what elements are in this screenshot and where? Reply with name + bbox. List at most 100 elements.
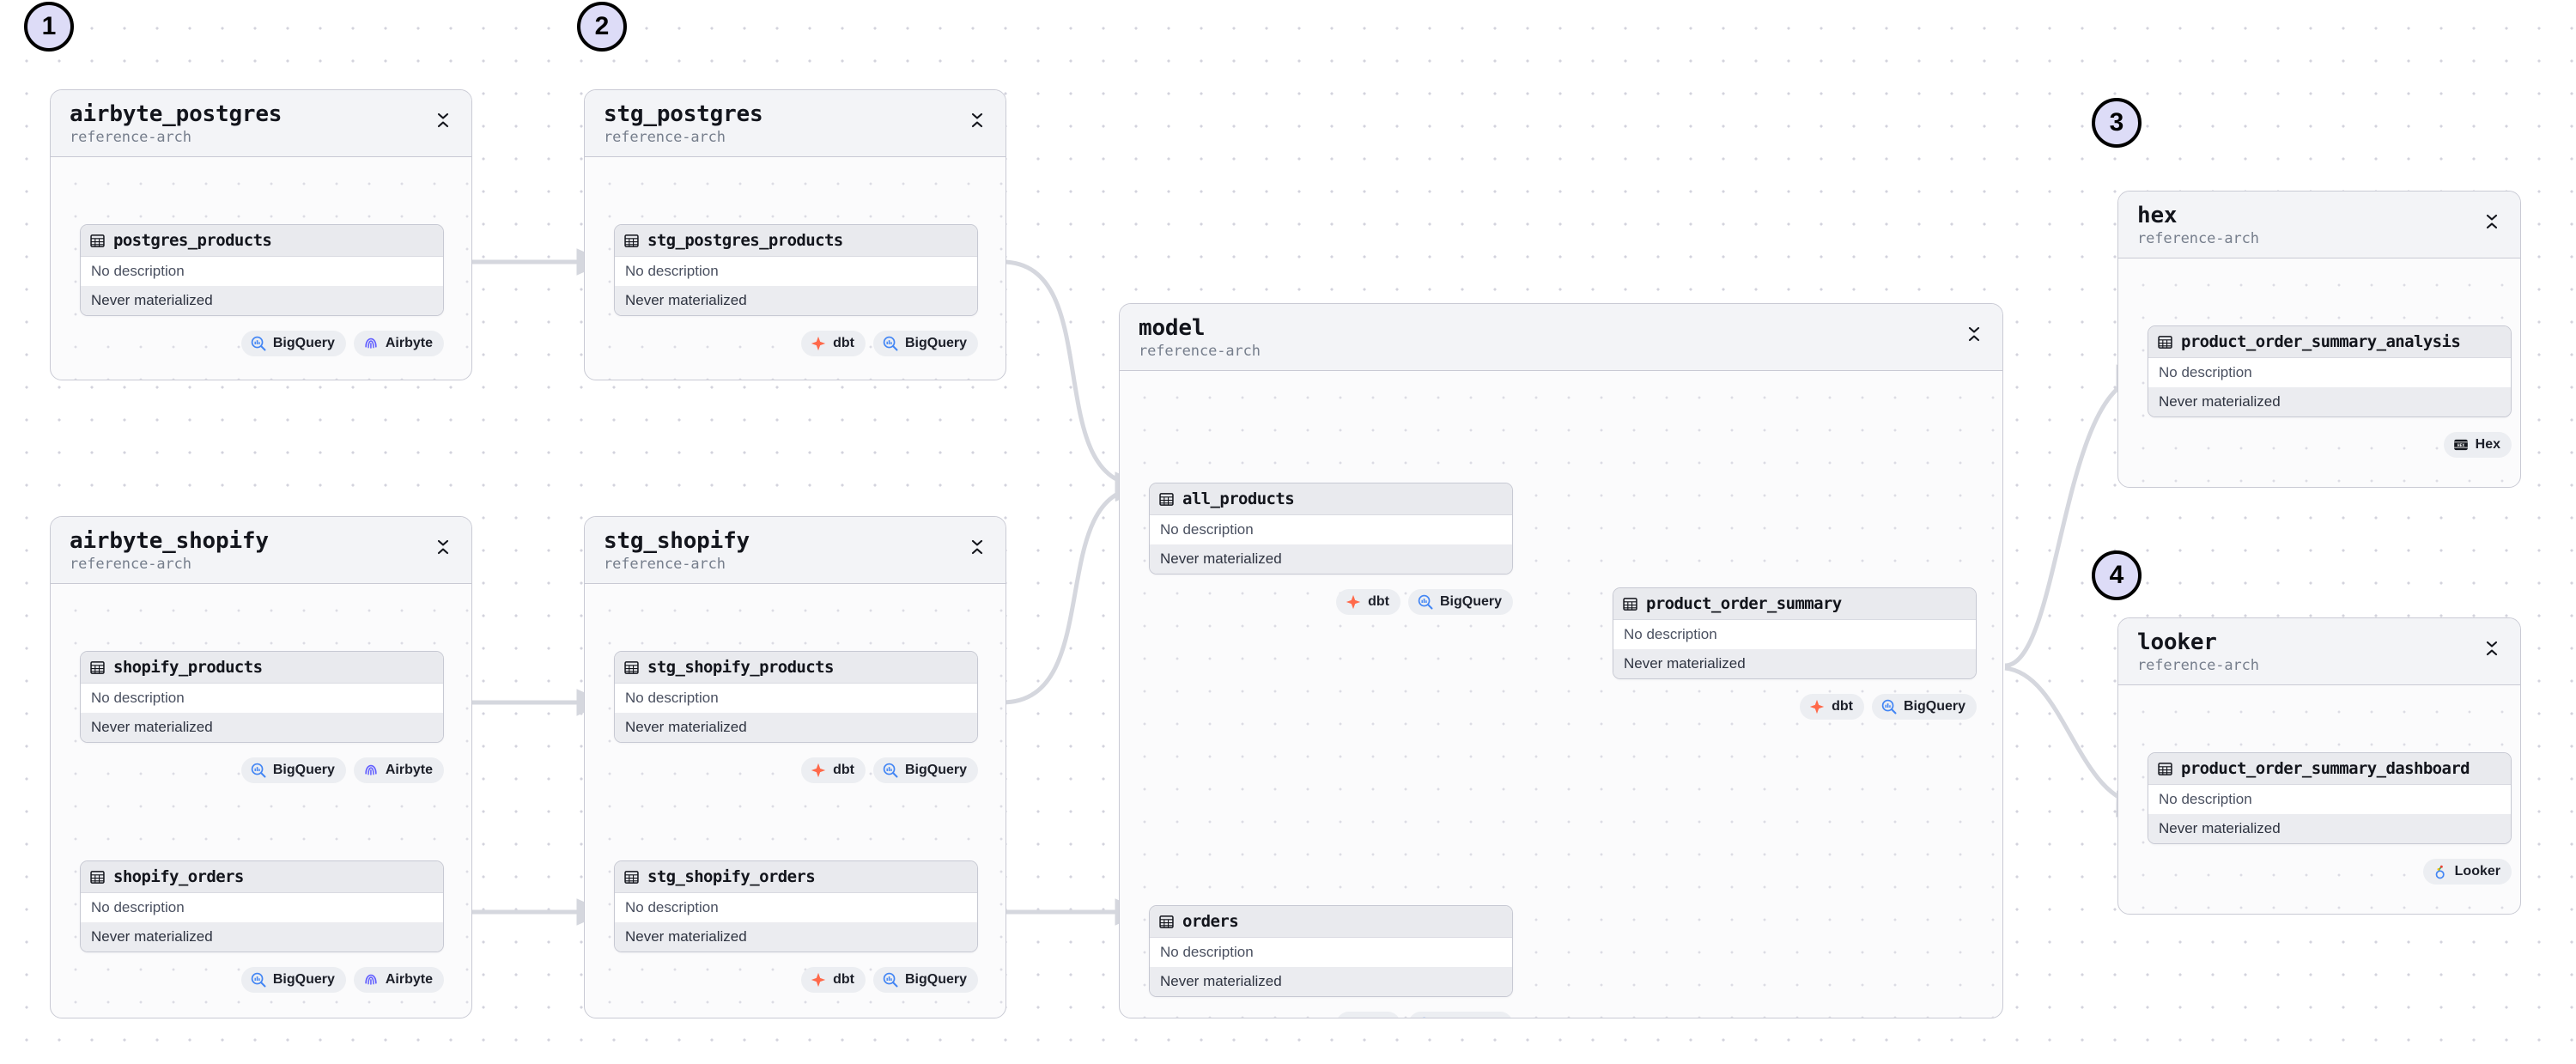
- collapse-icon[interactable]: [2482, 635, 2501, 661]
- badge-label: BigQuery: [1440, 1017, 1502, 1018]
- node-header: all_products: [1150, 483, 1512, 515]
- node-header: postgres_products: [81, 225, 443, 257]
- table-grid-icon: [90, 660, 105, 674]
- node-title: stg_shopify_orders: [647, 867, 816, 886]
- table-grid-icon: [90, 870, 105, 884]
- bigquery-icon: [883, 336, 898, 351]
- dbt-icon: [1809, 699, 1825, 714]
- badge-label: BigQuery: [904, 972, 967, 987]
- collapse-icon[interactable]: [2482, 209, 2501, 234]
- node-description: No description: [81, 257, 443, 286]
- badge-bigquery[interactable]: BigQuery: [1407, 589, 1513, 615]
- badge-bigquery[interactable]: BigQuery: [240, 331, 346, 356]
- node-title: all_products: [1182, 489, 1295, 508]
- badge-bigquery[interactable]: BigQuery: [1871, 694, 1977, 720]
- node-header: orders: [1150, 906, 1512, 938]
- collapse-icon[interactable]: [968, 107, 987, 133]
- bigquery-icon: [1418, 594, 1433, 610]
- badge-airbyte[interactable]: Airbyte: [353, 331, 444, 356]
- dbt-icon: [811, 972, 826, 988]
- node-materialization: Never materialized: [81, 713, 443, 742]
- collapse-icon[interactable]: [434, 107, 453, 133]
- node-header: shopify_products: [81, 652, 443, 684]
- node-description: No description: [81, 684, 443, 713]
- node-product_order_summary_analysis[interactable]: product_order_summary_analysis No descrip…: [2148, 325, 2512, 417]
- node-description: No description: [615, 684, 977, 713]
- badge-bigquery[interactable]: BigQuery: [240, 967, 346, 993]
- badge-bigquery[interactable]: BigQuery: [872, 967, 978, 993]
- badge-row: dbt BigQuery: [614, 967, 978, 993]
- badge-dbt[interactable]: dbt: [801, 331, 866, 356]
- collapse-icon[interactable]: [968, 534, 987, 560]
- badge-dbt[interactable]: dbt: [1800, 694, 1864, 720]
- bigquery-icon: [251, 336, 266, 351]
- badge-row: BigQuery Airbyte: [80, 967, 444, 993]
- hex-icon: HEX: [2453, 439, 2468, 451]
- badge-dbt[interactable]: dbt: [801, 967, 866, 993]
- bigquery-icon: [1422, 1017, 1426, 1018]
- node-header: product_order_summary_analysis: [2148, 326, 2511, 358]
- badge-label: dbt: [833, 972, 854, 987]
- badge-airbyte[interactable]: Airbyte: [353, 967, 444, 993]
- node-header: product_order_summary_dashboard: [2148, 753, 2511, 785]
- group-title: model: [1139, 315, 1206, 341]
- badge-bigquery[interactable]: BigQuery: [872, 757, 978, 783]
- node-title: stg_shopify_products: [647, 658, 834, 677]
- node-materialization: Never materialized: [615, 922, 977, 952]
- node-materialization: Never materialized: [81, 922, 443, 952]
- badge-bigquery[interactable]: BigQuery: [240, 757, 346, 783]
- group-subtitle: reference-arch: [2137, 229, 2259, 247]
- badge-airbyte[interactable]: Airbyte: [353, 757, 444, 783]
- badge-dbt[interactable]: dbt: [1336, 589, 1400, 615]
- node-header: stg_postgres_products: [615, 225, 977, 257]
- badge-row: BigQuery Airbyte: [80, 331, 444, 356]
- badge-label: Airbyte: [385, 763, 433, 777]
- badge-bigquery[interactable]: BigQuery: [1407, 1012, 1513, 1018]
- node-title: shopify_orders: [113, 867, 244, 886]
- node-materialization: Never materialized: [615, 713, 977, 742]
- collapse-icon[interactable]: [1965, 321, 1984, 347]
- node-title: product_order_summary_analysis: [2181, 332, 2461, 351]
- badge-dbt[interactable]: dbt: [801, 757, 866, 783]
- badge-bigquery[interactable]: BigQuery: [872, 331, 978, 356]
- badge-row: BigQuery Airbyte: [80, 757, 444, 783]
- node-description: No description: [2148, 358, 2511, 387]
- collapse-icon[interactable]: [434, 534, 453, 560]
- node-header: product_order_summary: [1613, 588, 1976, 620]
- table-grid-icon: [90, 234, 105, 247]
- node-header: stg_shopify_products: [615, 652, 977, 684]
- table-grid-icon: [624, 234, 639, 247]
- badge-looker[interactable]: Looker: [2422, 859, 2512, 885]
- badge-dbt[interactable]: dbt: [1336, 1012, 1400, 1018]
- dbt-icon: [1346, 594, 1361, 610]
- looker-icon: [2435, 865, 2445, 879]
- badge-label: BigQuery: [904, 763, 967, 777]
